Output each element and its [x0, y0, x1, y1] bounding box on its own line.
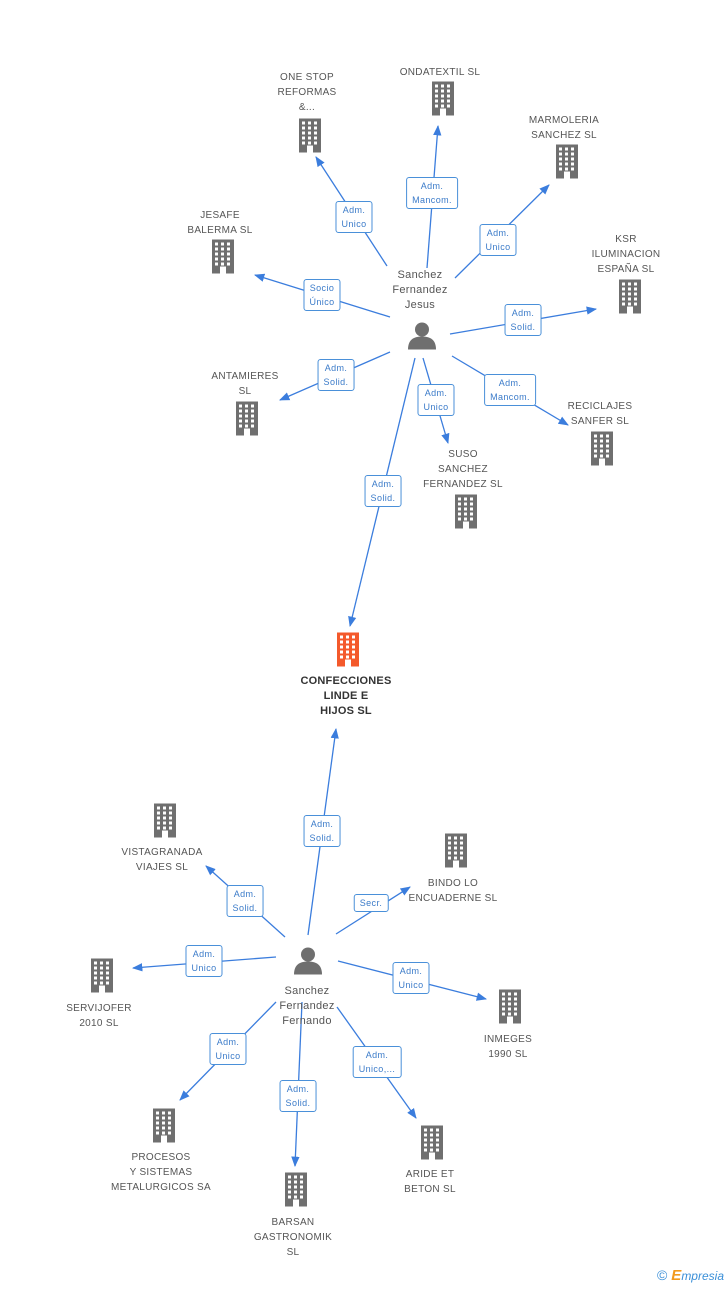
relation-label-jesus-confecciones[interactable]: Adm. Solid. — [364, 475, 402, 507]
company-label-ondatextil: ONDATEXTIL SL — [399, 67, 481, 78]
building-icon[interactable] — [86, 958, 118, 999]
company-label-procesos: PROCESOS Y SISTEMAS METALURGICOS SA — [111, 1152, 211, 1193]
company-label-servijofer: SERVIJOFER 2010 SL — [66, 1003, 132, 1029]
building-icon[interactable] — [440, 833, 472, 874]
company-label-marmoleria: MARMOLERIA SANCHEZ SL — [528, 115, 600, 141]
building-icon[interactable] — [614, 279, 646, 320]
company-label-suso: SUSO SANCHEZ FERNANDEZ SL — [423, 449, 503, 490]
relation-label-jesus-ondatextil[interactable]: Adm. Mancom. — [406, 177, 458, 209]
company-label-ksr: KSR ILUMINACION ESPAÑA SL — [591, 234, 661, 275]
building-icon[interactable] — [207, 239, 239, 280]
relation-label-fernando-confecciones[interactable]: Adm. Solid. — [303, 815, 341, 847]
company-label-inmeges: INMEGES 1990 SL — [483, 1034, 533, 1060]
relation-label-fernando-vistagranada[interactable]: Adm. Solid. — [226, 885, 264, 917]
copyright-symbol: © — [656, 1267, 668, 1283]
person-icon[interactable] — [407, 321, 437, 356]
relation-label-jesus-onestop[interactable]: Adm. Unico — [335, 201, 373, 233]
person-label-jesus: Sanchez Fernandez Jesus — [392, 269, 448, 311]
building-icon[interactable] — [586, 431, 618, 472]
empresia-watermark: ©Empresia — [657, 1267, 724, 1284]
company-label-vistagranada: VISTAGRANADA VIAJES SL — [121, 847, 203, 873]
person-icon[interactable] — [293, 946, 323, 981]
company-label-bindo: BINDO LO ENCUADERNE SL — [408, 878, 498, 904]
building-icon[interactable] — [427, 81, 459, 122]
building-icon[interactable] — [148, 1108, 180, 1149]
relation-label-fernando-bindo[interactable]: Secr. — [353, 894, 389, 912]
relation-label-fernando-aride[interactable]: Adm. Unico,... — [352, 1046, 402, 1078]
building-icon[interactable] — [494, 989, 526, 1030]
relation-label-jesus-antamieres[interactable]: Adm. Solid. — [317, 359, 355, 391]
company-label-aride: ARIDE ET BETON SL — [404, 1169, 456, 1195]
relation-label-fernando-inmeges[interactable]: Adm. Unico — [392, 962, 430, 994]
main-company-label: CONFECCIONES LINDE E HIJOS SL — [300, 675, 392, 717]
relation-label-fernando-barsan[interactable]: Adm. Solid. — [279, 1080, 317, 1112]
brand-initial: E — [671, 1267, 682, 1284]
building-icon[interactable] — [280, 1172, 312, 1213]
relation-label-jesus-suso[interactable]: Adm. Unico — [417, 384, 455, 416]
company-label-reciclajes: RECICLAJES SANFER SL — [567, 401, 633, 427]
company-label-jesafe: JESAFE BALERMA SL — [187, 210, 253, 236]
relation-label-jesus-ksr[interactable]: Adm. Solid. — [504, 304, 542, 336]
building-icon[interactable] — [551, 144, 583, 185]
relation-label-fernando-servijofer[interactable]: Adm. Unico — [185, 945, 223, 977]
person-label-fernando: Sanchez Fernandez Fernando — [279, 985, 335, 1027]
relation-label-jesus-marmoleria[interactable]: Adm. Unico — [479, 224, 517, 256]
relation-label-fernando-procesos[interactable]: Adm. Unico — [209, 1033, 247, 1065]
building-icon[interactable] — [231, 401, 263, 442]
main-company-building-icon[interactable] — [332, 632, 364, 673]
company-label-onestop: ONE STOP REFORMAS &... — [277, 72, 337, 113]
relation-label-jesus-jesafe[interactable]: Socio Único — [303, 279, 341, 311]
building-icon[interactable] — [149, 803, 181, 844]
relation-label-jesus-reciclajes[interactable]: Adm. Mancom. — [484, 374, 536, 406]
brand-name: mpresia — [681, 1269, 724, 1283]
building-icon[interactable] — [450, 494, 482, 535]
building-icon[interactable] — [294, 118, 326, 159]
company-label-barsan: BARSAN GASTRONOMIK SL — [253, 1217, 333, 1258]
building-icon[interactable] — [416, 1125, 448, 1166]
company-label-antamieres: ANTAMIERES SL — [211, 371, 279, 397]
